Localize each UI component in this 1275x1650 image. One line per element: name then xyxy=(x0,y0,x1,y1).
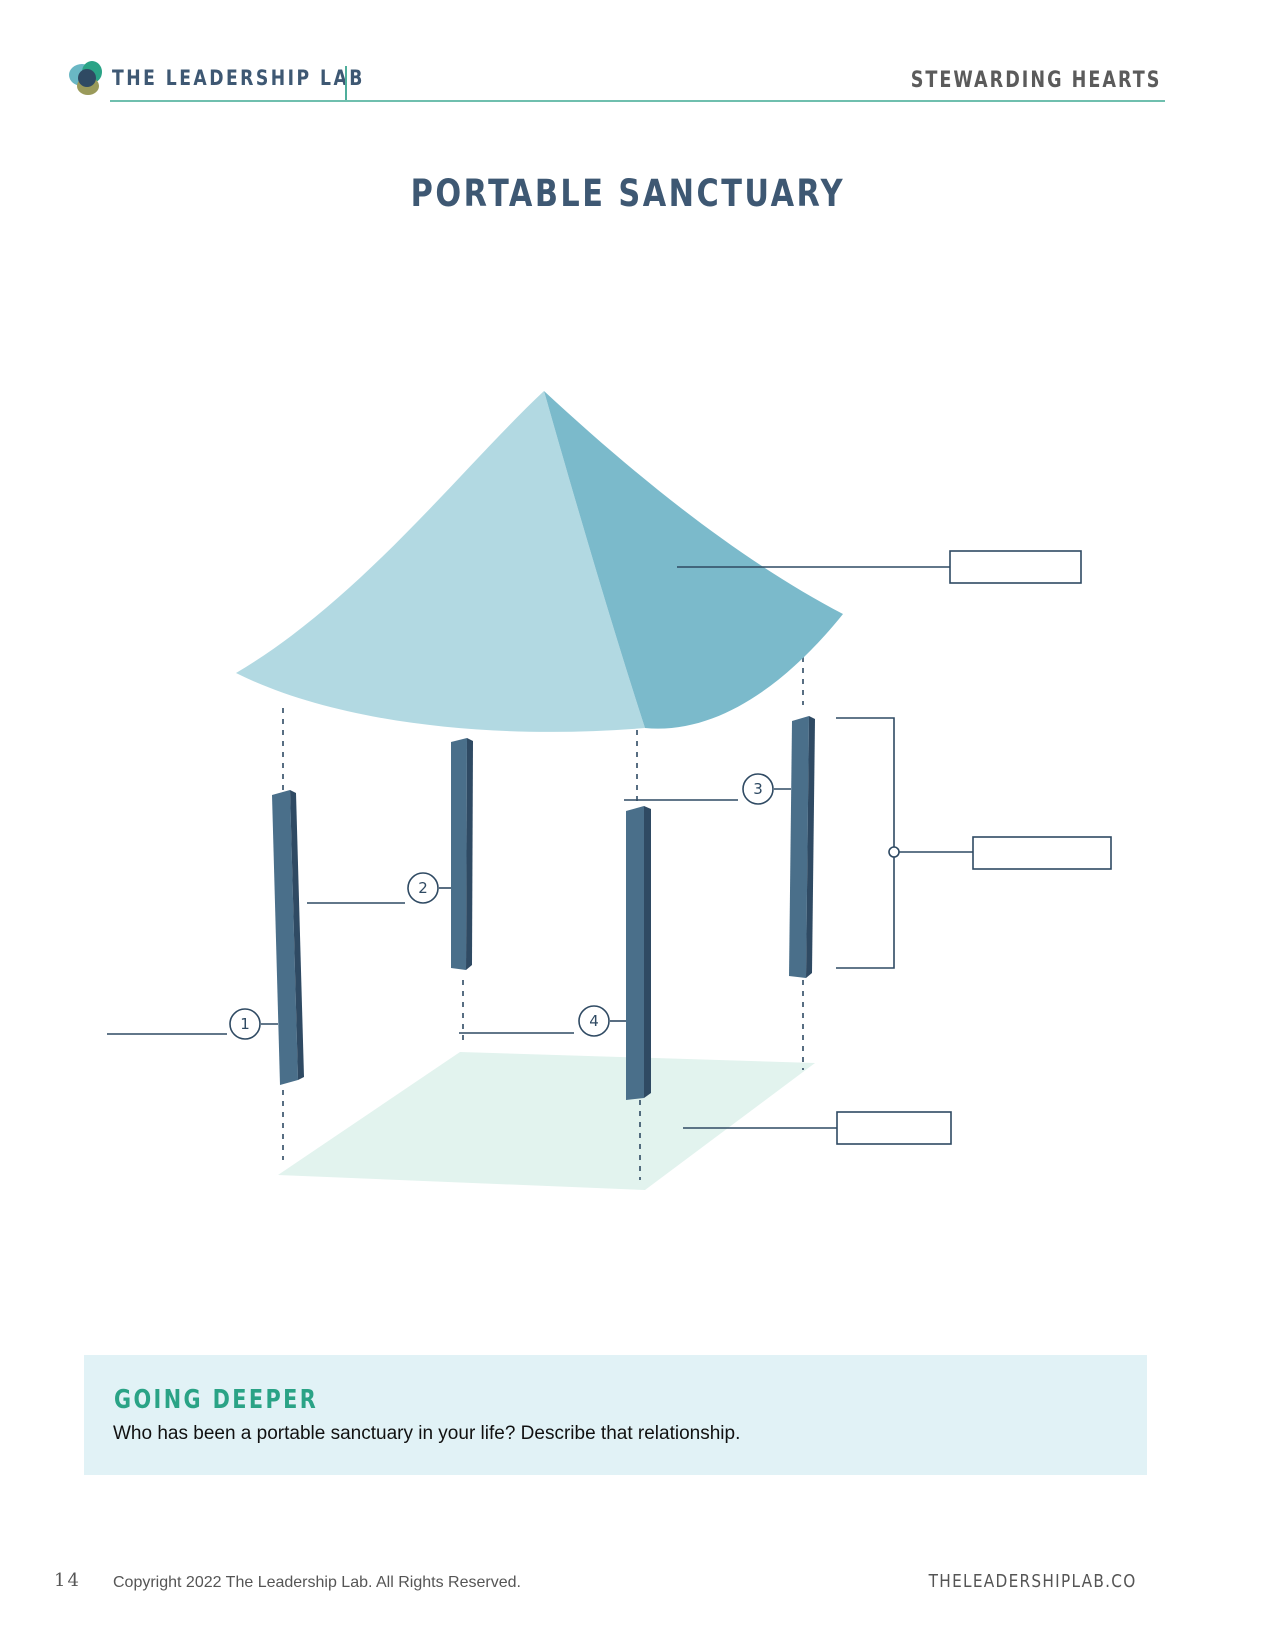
page-header: THE LEADERSHIP LAB STEWARDING HEARTS xyxy=(0,0,1275,110)
leadership-lab-logo-icon xyxy=(69,61,102,95)
floor-answer-box[interactable] xyxy=(836,1111,952,1145)
pole-marker-4: 4 xyxy=(578,1005,610,1037)
pole-marker-1-label: 1 xyxy=(240,1015,250,1033)
canopy-right-panel xyxy=(544,391,843,729)
pole-marker-2-label: 2 xyxy=(418,879,428,897)
page-title: PORTABLE SANCTUARY xyxy=(0,172,1255,215)
copyright-notice: Copyright 2022 The Leadership Lab. All R… xyxy=(113,1574,521,1591)
pole-marker-1: 1 xyxy=(229,1008,261,1040)
floor-platform xyxy=(278,1052,815,1190)
pole-3 xyxy=(789,716,815,978)
dashed-guides xyxy=(282,657,804,1180)
poles-answer-box[interactable] xyxy=(972,836,1112,870)
leader-lines xyxy=(107,566,973,1129)
bracket-junction xyxy=(888,846,900,858)
website-link[interactable]: THELEADERSHIPLAB.CO xyxy=(929,1571,1137,1592)
pole-marker-3: 3 xyxy=(742,773,774,805)
header-rule xyxy=(110,100,1165,102)
pole-marker-4-label: 4 xyxy=(589,1012,599,1030)
going-deeper-heading: GOING DEEPER xyxy=(114,1385,319,1415)
pole-4 xyxy=(626,806,651,1100)
page-number: 14 xyxy=(54,1570,81,1591)
canopy-left-panel xyxy=(236,391,645,732)
canopy-answer-box[interactable] xyxy=(949,550,1082,584)
pole-marker-2: 2 xyxy=(407,872,439,904)
going-deeper-callout: GOING DEEPER Who has been a portable san… xyxy=(84,1355,1147,1475)
going-deeper-prompt: Who has been a portable sanctuary in you… xyxy=(113,1423,741,1444)
brand-name: THE LEADERSHIP LAB xyxy=(112,66,365,90)
pole-marker-3-label: 3 xyxy=(753,780,763,798)
pole-1 xyxy=(272,790,304,1085)
section-title: STEWARDING HEARTS xyxy=(910,68,1161,93)
header-divider xyxy=(345,66,347,102)
page-title-text: PORTABLE SANCTUARY xyxy=(410,172,845,215)
pole-2 xyxy=(451,738,473,970)
